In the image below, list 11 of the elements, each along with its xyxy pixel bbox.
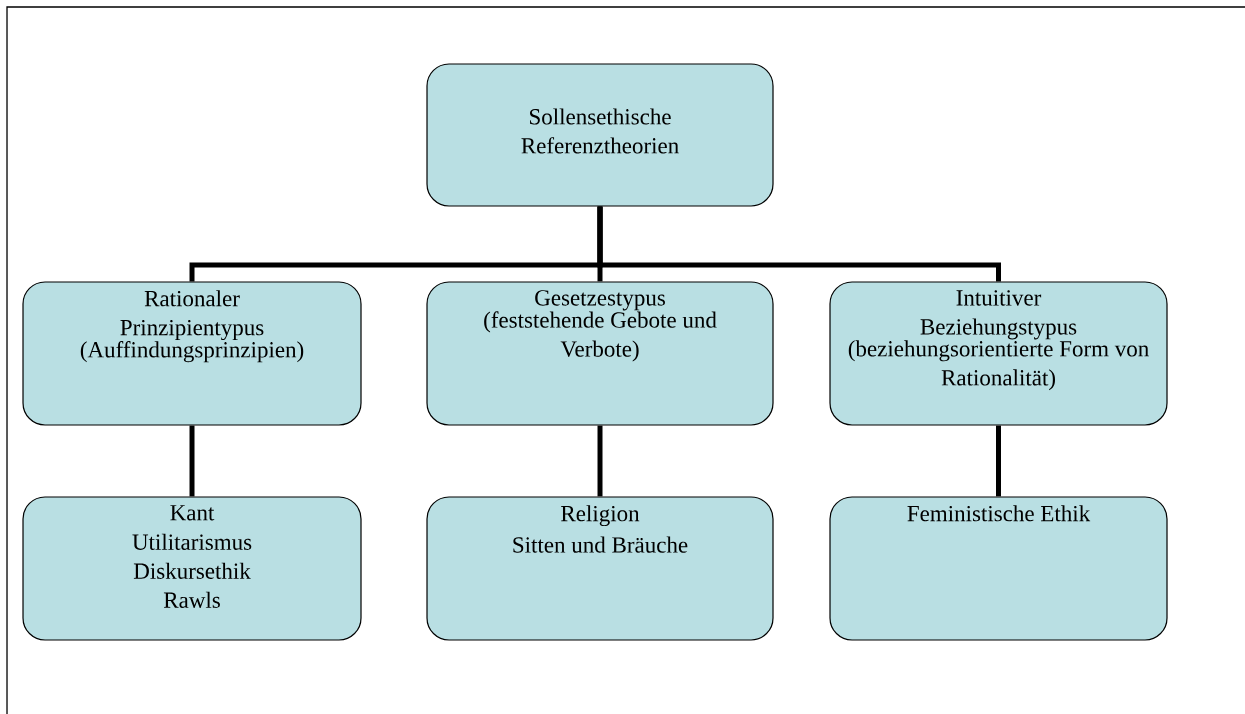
process-box: Gesetzestypus (feststehende Gebote und Verbote) — [426, 281, 774, 426]
process-box: Religion Sitten und Bräuche — [426, 496, 774, 641]
connector-line — [996, 425, 1001, 497]
process-box: Feministische Ethik — [829, 496, 1168, 641]
process-box: Sollensethische Referenztheorien — [426, 63, 774, 207]
connector-line — [597, 425, 603, 497]
connector-line — [597, 206, 1001, 282]
process-box: Kant Utilitarismus Diskursethik Rawls — [22, 496, 362, 641]
process-box: Intuitiver Beziehungstypus (beziehungsorientierte Form von Rationalität) — [829, 281, 1168, 426]
connector-line — [189, 425, 195, 497]
process-box: Rationaler Prinzipientypus (Auffindungsprinzipien) — [22, 281, 362, 426]
